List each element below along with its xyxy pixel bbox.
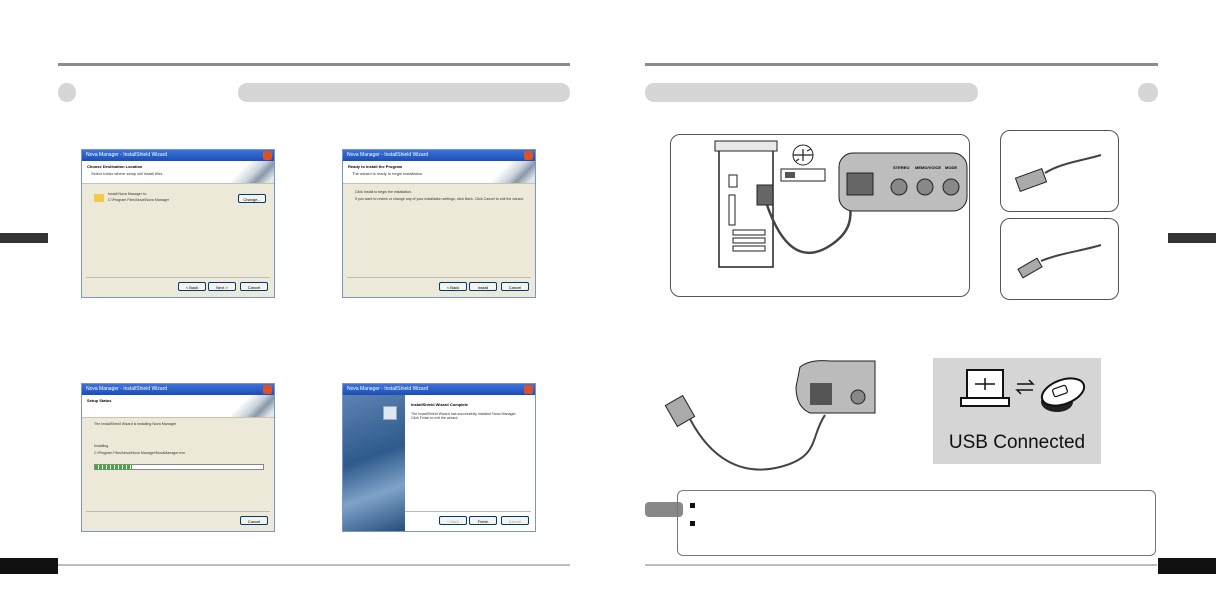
back-button[interactable]: < Back	[439, 282, 467, 291]
dialog-separator	[86, 277, 270, 278]
usb-a-plug-icon	[1014, 154, 1102, 193]
left-section-header-pill	[58, 83, 76, 102]
install-instruction: Click Install to begin the installation.	[355, 190, 412, 194]
wizard-banner-graphic	[491, 161, 535, 183]
install-progress-bar	[94, 464, 264, 470]
device-label-memo: MEMO/VOICE	[915, 165, 941, 170]
wizard-banner-graphic	[230, 161, 274, 183]
right-side-tab	[1168, 233, 1216, 243]
pc-usb-connection-drawing: STEREO MEMO/VOICE MODE	[714, 140, 968, 268]
dialog-header: Choose Destination Location Select folde…	[82, 161, 274, 184]
back-button[interactable]: < Back	[178, 282, 206, 291]
note-badge	[645, 502, 683, 517]
install-dialog-destination: Nova Manager - InstallShield Wizard Choo…	[81, 149, 275, 298]
left-side-tab	[0, 233, 48, 243]
right-section-header-bar	[645, 83, 978, 102]
usb-cable	[765, 189, 853, 255]
installing-label: Installing	[94, 444, 109, 448]
connection-cable	[689, 414, 826, 471]
usb-connected-graphic	[960, 369, 1086, 412]
player-cable-illustration	[664, 360, 876, 471]
installshield-logo-icon	[383, 406, 397, 420]
install-dialog-status: Nova Manager - InstallShield Wizard Setu…	[81, 383, 275, 532]
usb-plug-icon	[756, 168, 826, 206]
pc-connection-illustration: STEREO MEMO/VOICE MODE	[670, 134, 970, 297]
right-section-header-pill	[1138, 83, 1158, 102]
dialog-header: Ready to Install the Program The wizard …	[343, 161, 535, 184]
right-page-top-rule	[645, 63, 1158, 66]
dialog-titlebar: Nova Manager - InstallShield Wizard	[343, 384, 535, 395]
status-message: The InstallShield Wizard is installing N…	[94, 422, 176, 426]
complete-message: The InstallShield Wizard has successfull…	[411, 412, 517, 420]
right-page-bottom-rule	[645, 564, 1157, 566]
install-dialog-ready: Nova Manager - InstallShield Wizard Read…	[342, 149, 536, 298]
transfer-arrows-icon	[1015, 379, 1035, 395]
close-icon[interactable]	[524, 151, 533, 160]
close-icon[interactable]	[263, 385, 272, 394]
change-button[interactable]: Change...	[238, 194, 266, 203]
player-device-drawing: STEREO MEMO/VOICE MODE	[838, 152, 968, 212]
right-page-number-tab	[1158, 558, 1216, 574]
usb-a-plug-panel	[1000, 130, 1119, 212]
player-icon	[1040, 377, 1086, 412]
left-page-top-rule	[58, 63, 570, 66]
dialog-separator	[347, 277, 531, 278]
left-page-number-tab	[0, 558, 58, 574]
wizard-banner-graphic	[230, 395, 274, 417]
back-button[interactable]: < Back	[439, 516, 467, 525]
computer-tower-icon	[714, 140, 778, 268]
finish-button[interactable]: Finish	[469, 516, 497, 525]
cancel-button[interactable]: Cancel	[240, 282, 268, 291]
dialog-titlebar: Nova Manager - InstallShield Wizard	[82, 384, 274, 395]
cancel-button[interactable]: Cancel	[240, 516, 268, 525]
install-path: C:\Program Files\Nova\Nova Manager	[108, 198, 169, 202]
computer-icon	[960, 369, 1010, 407]
player-device-closeup	[795, 360, 876, 414]
install-to-label: Install Nova Manager to:	[108, 192, 147, 196]
usb-trident-icon	[792, 144, 814, 166]
left-section-header-bar	[238, 83, 570, 102]
cancel-button[interactable]: Cancel	[501, 282, 529, 291]
review-instruction: If you want to review or change any of y…	[355, 197, 524, 201]
usb-connected-text: USB Connected	[948, 432, 1086, 453]
dialog-separator	[405, 511, 531, 512]
note-box	[677, 490, 1156, 556]
dialog-separator	[86, 511, 270, 512]
install-dialog-complete: Nova Manager - InstallShield Wizard Inst…	[342, 383, 536, 532]
mini-usb-plug-icon	[1017, 244, 1102, 279]
folder-icon	[94, 194, 104, 202]
dialog-header: Setup Status	[82, 395, 274, 418]
dialog-subheading: The wizard is ready to begin installatio…	[352, 171, 424, 176]
installing-file: C:\Program Files\Nova\Nova Manager\NovaM…	[94, 451, 186, 455]
install-button[interactable]: Install	[469, 282, 497, 291]
left-page-bottom-rule	[58, 564, 570, 566]
dialog-heading: Setup Status	[87, 398, 112, 403]
close-icon[interactable]	[263, 151, 272, 160]
device-label-mode: MODE	[945, 165, 957, 170]
note-bullet-2	[690, 521, 695, 526]
device-label-stereo: STEREO	[893, 165, 909, 170]
note-bullet-1	[690, 503, 695, 508]
cancel-button[interactable]: Cancel	[501, 516, 529, 525]
usb-a-connector	[664, 394, 696, 428]
dialog-heading: Ready to Install the Program	[348, 164, 403, 169]
close-icon[interactable]	[524, 385, 533, 394]
install-progress-fill	[95, 465, 132, 469]
mini-usb-plug-panel	[1000, 218, 1119, 300]
dialog-titlebar: Nova Manager - InstallShield Wizard	[82, 150, 274, 161]
dialog-heading: Choose Destination Location	[87, 164, 143, 169]
dialog-subheading: Select folder where setup will install f…	[91, 171, 164, 176]
next-button[interactable]: Next >	[208, 282, 236, 291]
usb-connected-display: USB Connected	[933, 358, 1101, 464]
dialog-titlebar: Nova Manager - InstallShield Wizard	[343, 150, 535, 161]
complete-heading: InstallShield Wizard Complete	[411, 402, 469, 407]
